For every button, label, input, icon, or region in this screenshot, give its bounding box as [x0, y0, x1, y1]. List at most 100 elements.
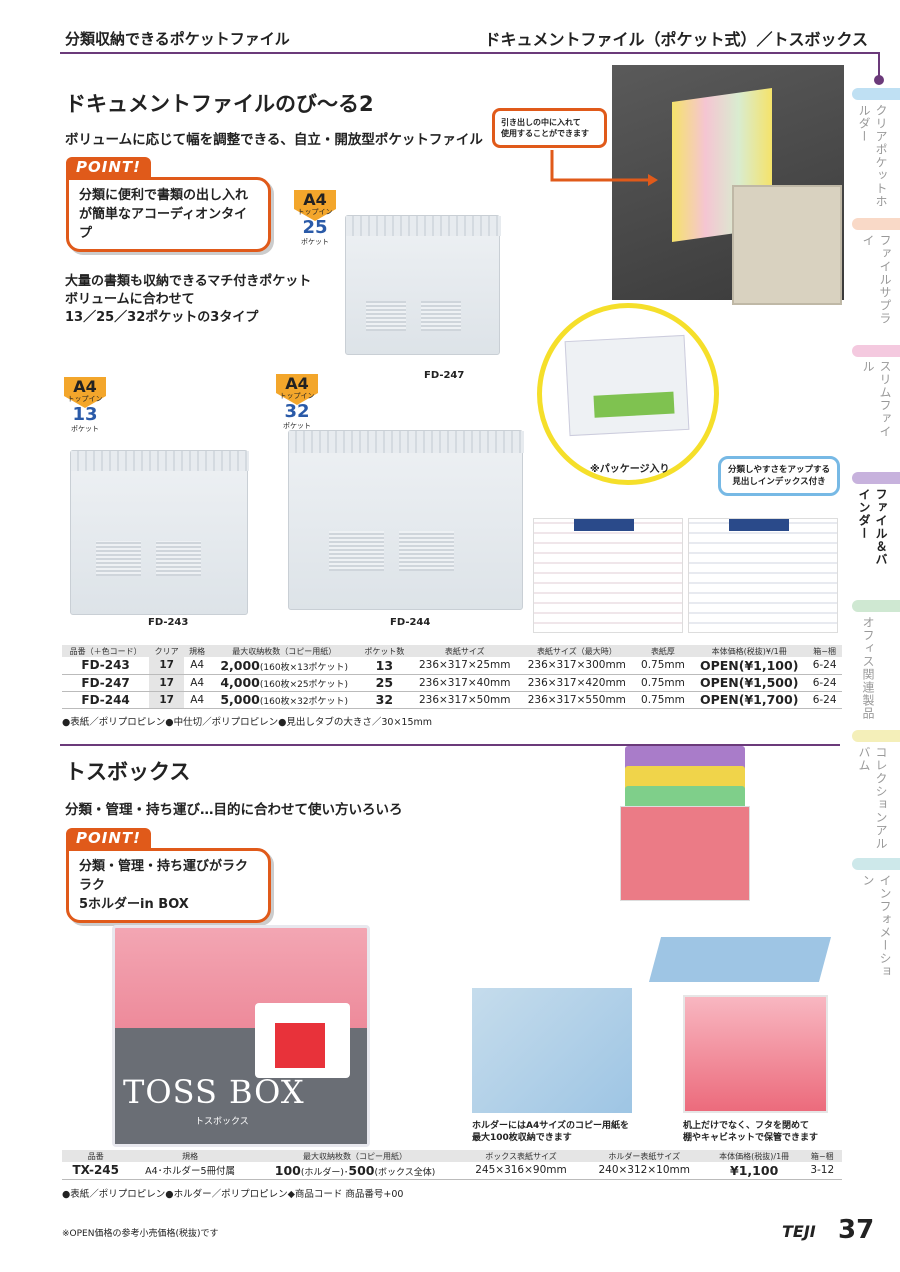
cell-price: OPEN(¥1,500) — [691, 674, 808, 692]
product-image-fd243 — [70, 450, 249, 615]
label-fd243: FD-243 — [148, 617, 189, 628]
section2-divider — [60, 744, 840, 746]
table-row: TX-245 A4･ホルダー5冊付属 100(ホルダー)･500(ボックス全体)… — [62, 1162, 842, 1180]
col-header: ポケット数 — [358, 645, 411, 657]
product-image-fd247 — [345, 215, 501, 355]
tossbox-sub: トスボックス — [195, 1117, 249, 1127]
badge-a4-label: A4 — [276, 374, 318, 393]
badge-topin: トップイン — [279, 392, 315, 400]
desc-line-3: 13／25／32ポケットの3タイプ — [65, 310, 259, 325]
cell-color: 17 — [149, 691, 185, 709]
badge-pocket-label: ポケット — [71, 425, 99, 433]
col-header: 本体価格(税抜)/1冊 — [705, 1150, 803, 1162]
col-header: 表紙サイズ — [410, 645, 519, 657]
callout-drawer: 引き出しの中に入れて 使用することができます — [492, 108, 607, 148]
badge-a4-32: A4 トップイン 32 ポケット — [276, 374, 318, 431]
cell-price: OPEN(¥1,700) — [691, 691, 808, 709]
section1-subtitle: ボリュームに応じて幅を調整できる、自立・開放型ポケットファイル — [65, 132, 483, 148]
spec-table-2: 品番 規格 最大収納枚数（コピー用紙） ボックス表紙サイズ ホルダー表紙サイズ … — [62, 1150, 842, 1180]
cell-max-holder: 100 — [274, 1162, 301, 1178]
section1-point: POINT! 分類に便利で書類の出し入れ が簡単なアコーディオンタイプ — [66, 157, 271, 252]
sidebar-tab-office[interactable] — [852, 600, 900, 612]
table-header-row: 品番（＋色コード） クリア 規格 最大収納枚数（コピー用紙） ポケット数 表紙サ… — [62, 645, 842, 657]
cell-size: A4 — [184, 657, 211, 675]
cell-color: 17 — [149, 657, 185, 675]
table-header-row: 品番 規格 最大収納枚数（コピー用紙） ボックス表紙サイズ ホルダー表紙サイズ … — [62, 1150, 842, 1162]
header-divider-tick — [878, 52, 880, 78]
desc-line-1: 大量の書類も収納できるマチ付きポケット — [65, 274, 312, 289]
point-box: 分類に便利で書類の出し入れ が簡単なアコーディオンタイプ — [66, 177, 271, 252]
col-header: 最大収納枚数（コピー用紙） — [210, 645, 359, 657]
point-box: 分類・管理・持ち運びがラクラク 5ホルダーin BOX — [66, 848, 271, 923]
col-header: 規格 — [184, 645, 211, 657]
col-header: 表紙サイズ（最大時） — [518, 645, 635, 657]
sidebar-tab-slim-file[interactable] — [852, 345, 900, 357]
badge-a4-13: A4 トップイン 13 ポケット — [64, 377, 106, 434]
cell-thickness: 0.75mm — [634, 691, 692, 709]
cell-price: ¥1,100 — [705, 1162, 803, 1180]
sidebar-tab-file-binder-active[interactable] — [852, 472, 900, 484]
cell-cover-max: 236×317×550mm — [518, 691, 635, 709]
badge-a4-label: A4 — [294, 190, 336, 209]
cell-box-size: 245×316×90mm — [459, 1162, 583, 1180]
product-image-fd244 — [288, 430, 524, 610]
sidebar-label-file-supply: ファイルサプライ — [861, 234, 892, 325]
callout-arrow-icon — [550, 150, 658, 186]
cell-code: FD-244 — [62, 691, 150, 709]
cell-box: 6-24 — [807, 674, 842, 692]
cell-code: FD-243 — [62, 657, 150, 675]
section2-subtitle: 分類・管理・持ち運び…目的に合わせて使い方いろいろ — [65, 802, 403, 818]
package-circle — [537, 303, 719, 485]
col-header: 本体価格(税抜)¥/1冊 — [691, 645, 808, 657]
sidebar-tab-file-supply[interactable] — [852, 218, 900, 230]
badge-topin: トップイン — [297, 208, 333, 216]
callout-line-2: 使用することができます — [501, 129, 589, 138]
header-category-title: ドキュメントファイル（ポケット式）／トスボックス — [484, 30, 868, 49]
badge-arrow-icon — [64, 396, 106, 408]
label-fd244: FD-244 — [390, 617, 431, 628]
cell-cover-max: 236×317×300mm — [518, 657, 635, 675]
point-line-2: が簡単なアコーディオンタイプ — [79, 207, 248, 241]
sidebar-label-information: インフォメーション — [861, 874, 892, 978]
table-row: FD-244 17 A4 5,000(160枚×32ポケット) 32 236×3… — [62, 691, 842, 709]
caption-box-line-2: 棚やキャビネットで保管できます — [683, 1133, 819, 1143]
point-line-1: 分類・管理・持ち運びがラクラク — [79, 859, 249, 893]
col-header: 品番（＋色コード） — [62, 645, 150, 657]
table2-note: ●表紙／ポリプロピレン●ホルダー／ポリプロピレン◆商品コード 商品番号+00 — [62, 1189, 404, 1200]
col-header: 規格 — [129, 1150, 251, 1162]
sidebar-tab-information[interactable] — [852, 858, 900, 870]
desc-line-2: ボリュームに合わせて — [65, 292, 195, 307]
cell-thickness: 0.75mm — [634, 674, 692, 692]
callout-line-1: 引き出しの中に入れて — [501, 118, 581, 127]
cell-thickness: 0.75mm — [634, 657, 692, 675]
header-divider-dot — [874, 75, 884, 85]
badge-pocket-label: ポケット — [301, 238, 329, 246]
caption-holder-line-1: ホルダーにはA4サイズのコピー用紙を — [472, 1121, 629, 1131]
page-number: 37 — [838, 1215, 875, 1245]
sidebar-tab-clear-pocket[interactable] — [852, 88, 900, 100]
package-caption: ※パッケージ入り — [590, 464, 670, 475]
table1-note: ●表紙／ポリプロピレン●中仕切／ポリプロピレン●見出しタブの大きさ／30×15m… — [62, 717, 433, 728]
sidebar-label-collection: コレクションアルバム — [857, 746, 888, 850]
cell-code: TX-245 — [62, 1162, 130, 1180]
cell-size: A4･ホルダー5冊付属 — [129, 1162, 251, 1180]
sidebar-tab-collection[interactable] — [852, 730, 900, 742]
col-header: 箱−梱 — [807, 645, 842, 657]
product-image-holder-open — [648, 937, 832, 982]
badge-arrow-icon — [276, 393, 318, 405]
cell-box: 3-12 — [802, 1162, 842, 1180]
footer-note: ※OPEN価格の参考小売価格(税抜)です — [62, 1229, 219, 1239]
spec-table-1: 品番（＋色コード） クリア 規格 最大収納枚数（コピー用紙） ポケット数 表紙サ… — [62, 645, 842, 709]
cell-code: FD-247 — [62, 674, 150, 692]
caption-box-line-1: 机上だけでなく、フタを閉めて — [683, 1121, 810, 1131]
index-sheet-1 — [533, 518, 683, 633]
product-image-tossbox: TOSS BOX トスボックス — [112, 925, 370, 1147]
cell-cover-max: 236×317×420mm — [518, 674, 635, 692]
cell-max-holder-label: (ホルダー)･ — [300, 1167, 349, 1178]
caption-holder: ホルダーにはA4サイズのコピー用紙を 最大100枚収納できます — [472, 1120, 629, 1144]
caption-box: 机上だけでなく、フタを閉めて 棚やキャビネットで保管できます — [683, 1120, 818, 1144]
col-header: クリア — [149, 645, 185, 657]
cell-box: 6-24 — [807, 657, 842, 675]
table-row: FD-247 17 A4 4,000(160枚×25ポケット) 25 236×3… — [62, 674, 842, 692]
cell-max-detail: (160枚×25ポケット) — [259, 680, 349, 690]
